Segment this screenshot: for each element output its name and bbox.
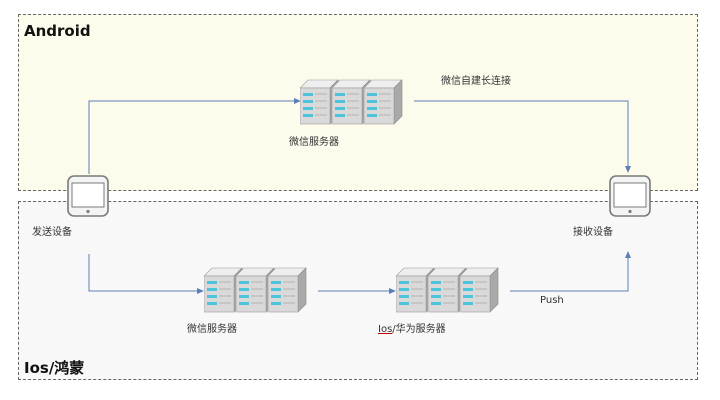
ios-huawei-server-label: Ios/华为服务器 [378,320,446,335]
ios-huawei-server-icon [395,266,510,318]
android-region-title: Android [24,22,91,40]
wechat-server-bottom-icon [203,266,318,318]
wechat-server-top-icon [299,78,414,130]
ios-region-title: Ios/鸿蒙 [24,359,85,377]
ios-server-suffix: /华为服务器 [392,324,446,335]
ios-send-connector [88,254,204,294]
ios-server-prefix: Ios [378,324,393,335]
push-connector [510,251,631,292]
wechat-server-bottom-label: 微信服务器 [187,324,237,335]
receive-device-label: 接收设备 [573,227,613,238]
long-connection-connector [414,100,631,173]
wechat-server-top-label: 微信服务器 [289,137,339,148]
long-connection-label: 微信自建长连接 [441,76,511,87]
send-device-label: 发送设备 [32,227,72,238]
android-connector [88,98,301,174]
send-device-icon [66,174,110,222]
receive-device-icon [608,174,652,222]
push-label: Push [540,295,564,306]
